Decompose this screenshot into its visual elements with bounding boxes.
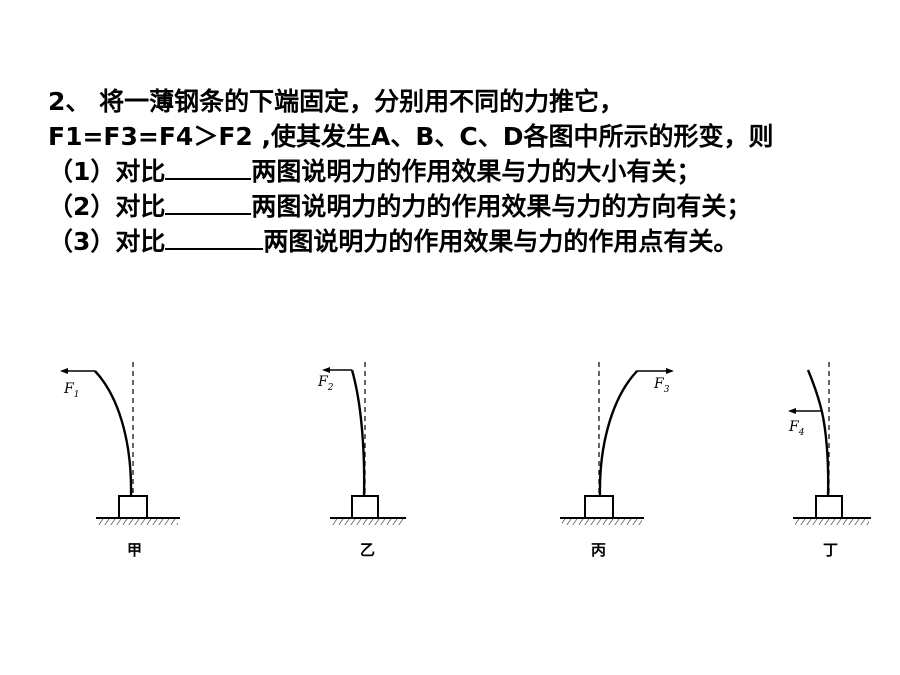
answer-blank-2[interactable] <box>165 191 252 215</box>
force-label-f3: F3 <box>653 376 670 395</box>
force-arrow-head <box>60 368 68 374</box>
answer-blank-3[interactable] <box>165 226 264 250</box>
figure-ding: F4 丁 <box>788 362 871 559</box>
force-arrow-head <box>788 408 796 414</box>
item-1-suffix: 两图说明力的作用效果与力的大小有关； <box>251 157 702 186</box>
caption-jia: 甲 <box>127 541 142 559</box>
question-item-2: （2）对比 两图说明力的力的作用效果与力的方向有关； <box>48 189 888 224</box>
item-2-suffix: 两图说明力的力的作用效果与力的方向有关； <box>251 192 752 221</box>
clamp-block <box>351 495 379 519</box>
clamp-block <box>584 495 614 519</box>
question-item-1: （1）对比 两图说明力的作用效果与力的大小有关； <box>48 154 888 189</box>
figure-yi: F2 乙 <box>317 362 406 559</box>
caption-yi: 乙 <box>360 541 375 559</box>
item-3-prefix: （3）对比 <box>48 227 166 256</box>
steel-strip <box>598 370 638 497</box>
question-item-3: （3）对比 两图说明力的作用效果与力的作用点有关。 <box>48 224 888 259</box>
item-3-suffix: 两图说明力的作用效果与力的作用点有关。 <box>263 227 739 256</box>
question-line-2: F1=F3=F4＞F2 ,使其发生A、B、C、D各图中所示的形变，则 <box>48 122 774 151</box>
figures-area: F1 甲 F2 乙 F3 丙 <box>0 340 900 600</box>
ground-hatch <box>332 518 404 525</box>
caption-bing: 丙 <box>591 541 606 559</box>
figure-jia: F1 甲 <box>60 362 180 559</box>
ground-hatch <box>98 518 178 525</box>
force-label-f2: F2 <box>317 374 334 393</box>
ground-hatch <box>795 518 869 525</box>
force-label-f4: F4 <box>788 419 805 438</box>
item-2-prefix: （2）对比 <box>48 192 166 221</box>
figure-bing: F3 丙 <box>560 362 674 559</box>
caption-ding: 丁 <box>823 541 838 559</box>
steel-strip <box>350 369 366 497</box>
force-arrow-head <box>666 368 674 374</box>
steel-strip <box>806 369 830 497</box>
question-line-1: 2、 将一薄钢条的下端固定，分别用不同的力推它， <box>48 87 625 116</box>
force-label-f1: F1 <box>63 381 79 400</box>
question-text: 2、 将一薄钢条的下端固定，分别用不同的力推它， F1=F3=F4＞F2 ,使其… <box>48 84 888 259</box>
clamp-block <box>815 495 843 519</box>
clamp-block <box>118 495 148 519</box>
steel-strip <box>94 370 133 497</box>
force-arrow-head <box>322 367 330 373</box>
ground-hatch <box>562 518 642 525</box>
answer-blank-1[interactable] <box>165 156 252 180</box>
figures-svg: F1 甲 F2 乙 F3 丙 <box>60 362 871 559</box>
item-1-prefix: （1）对比 <box>48 157 166 186</box>
